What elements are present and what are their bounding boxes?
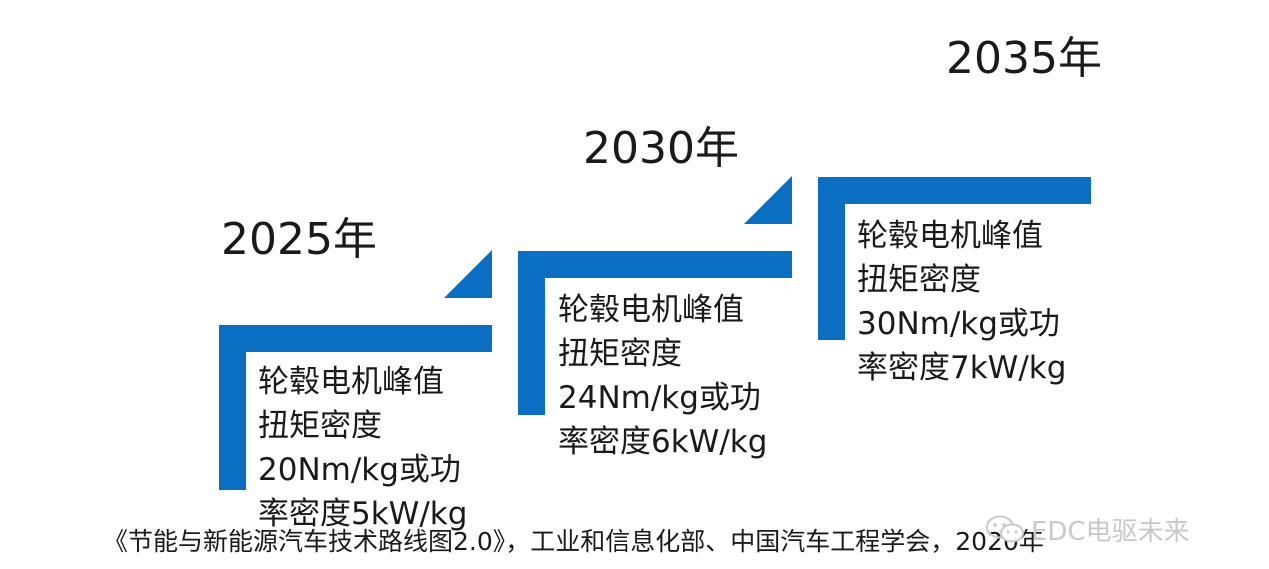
desc-line: 24Nm/kg或功 [558,380,761,416]
milestone-year-2030: 2030年 [583,123,739,174]
desc-line: 30Nm/kg或功 [857,306,1060,342]
step-arrow-2030 [744,176,792,224]
desc-line: 轮毂电机峰值 [558,292,744,328]
watermark: EDC电驱未来 [985,514,1190,547]
step-bar-2030 [518,251,792,278]
desc-line: 轮毂电机峰值 [258,364,444,400]
milestone-desc-2025: 轮毂电机峰值 扭矩密度 20Nm/kg或功 率密度5kW/kg [258,360,467,536]
desc-line: 扭矩密度 [558,336,682,372]
step-riser-2035 [818,177,845,340]
desc-line: 20Nm/kg或功 [258,452,461,488]
milestone-year-2035: 2035年 [946,33,1102,84]
desc-line: 率密度7kW/kg [857,350,1067,386]
step-riser-2030 [518,251,545,415]
source-citation: 《节能与新能源汽车技术路线图2.0》，工业和信息化部、中国汽车工程学会，2020… [103,527,1044,556]
watermark-text: EDC电驱未来 [1031,516,1190,547]
milestone-year-2025: 2025年 [221,214,377,265]
step-bar-2035 [818,177,1091,204]
desc-line: 率密度6kW/kg [558,424,768,460]
desc-line: 轮毂电机峰值 [857,218,1043,254]
milestone-desc-2030: 轮毂电机峰值 扭矩密度 24Nm/kg或功 率密度6kW/kg [558,288,767,464]
wechat-icon [986,515,1024,543]
desc-line: 扭矩密度 [258,408,382,444]
milestone-desc-2035: 轮毂电机峰值 扭矩密度 30Nm/kg或功 率密度7kW/kg [857,214,1066,390]
step-bar-2025 [219,325,492,352]
step-riser-2025 [219,325,246,490]
desc-line: 率密度5kW/kg [258,496,468,532]
desc-line: 扭矩密度 [857,262,981,298]
step-arrow-2025 [444,250,492,298]
